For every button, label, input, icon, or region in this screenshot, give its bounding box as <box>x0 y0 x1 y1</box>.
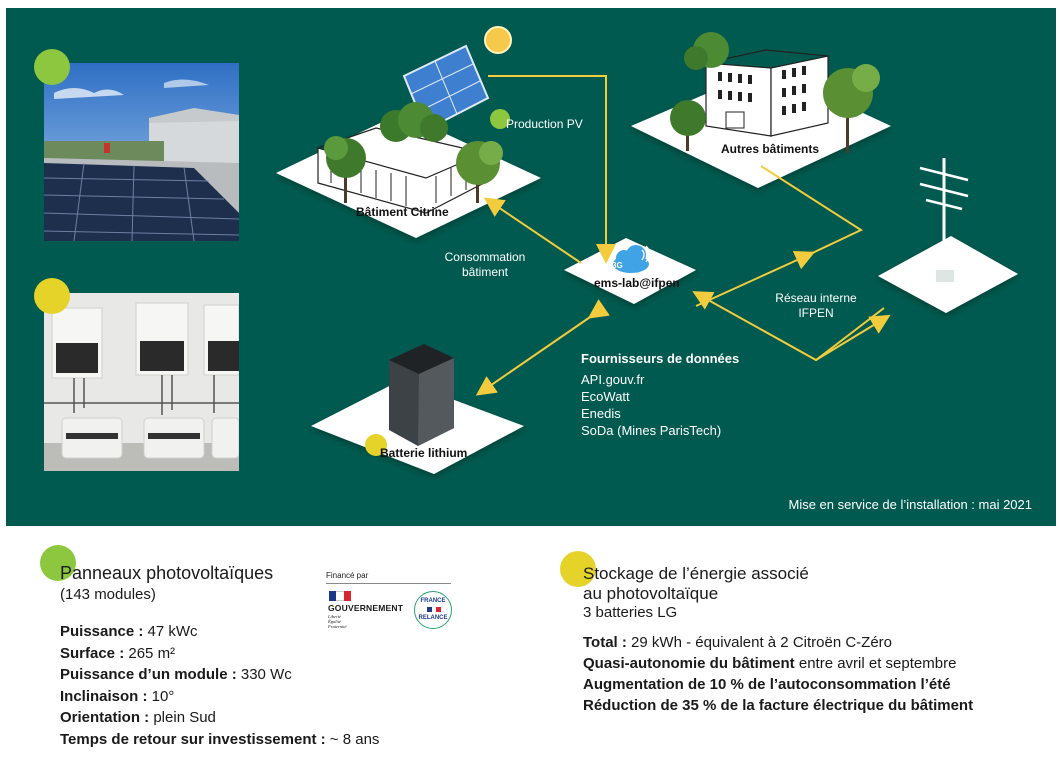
gouvernement-text: GOUVERNEMENT <box>328 603 404 613</box>
hub-badge: 3G <box>612 261 623 270</box>
spec-row: Puissance d’un module : 330 Wc <box>60 664 379 686</box>
storage-row: Total : 29 kWh - équivalent à 2 Citroën … <box>583 632 973 653</box>
spec-row: Temps de retour sur investissement : ~ 8… <box>60 729 379 751</box>
storage-row: Réduction de 35 % de la facture électriq… <box>583 695 973 716</box>
yellow-dot-right <box>560 551 596 587</box>
fournisseur-item: EcoWatt <box>581 389 630 404</box>
right-section: Stockage de l’énergie associé au photovo… <box>583 564 973 716</box>
spec-row: Orientation : plein Sud <box>60 707 379 729</box>
spec-label: Puissance : <box>60 623 144 640</box>
finance-par-text: Financé par <box>326 571 369 580</box>
installation-date: Mise en service de l’installation : mai … <box>788 497 1032 512</box>
france-relance-logo: FRANCE RELANCE <box>414 591 452 629</box>
spec-row: Puissance : 47 kWc <box>60 621 379 643</box>
left-specs: Puissance : 47 kWc Surface : 265 m² Puis… <box>60 621 379 750</box>
label-citrine: Bâtiment Citrine <box>356 205 449 219</box>
relance-bottom-text: RELANCE <box>418 615 448 621</box>
label-hub: ems-lab@ifpen <box>594 276 680 290</box>
right-title-2: au photovoltaïque <box>583 584 719 603</box>
storage-row-rest: entre avril et septembre <box>794 655 957 672</box>
electric-pole-icon <box>919 158 969 278</box>
label-consommation: Consommation bâtiment <box>430 250 540 280</box>
energy-flow-diagram <box>276 26 1018 474</box>
spec-value: ~ 8 ans <box>325 730 380 748</box>
sun-icon <box>484 26 512 54</box>
photo-solar-roof <box>44 63 239 241</box>
left-subtitle: (143 modules) <box>60 586 156 603</box>
spec-row: Inclinaison : 10° <box>60 686 379 708</box>
storage-row: Quasi-autonomie du bâtiment entre avril … <box>583 653 973 674</box>
devise-egalite: Égalité <box>328 619 341 624</box>
storage-row-bold: Augmentation de 10 % de l’autoconsommati… <box>583 676 951 693</box>
label-production-pv: Production PV <box>506 117 583 131</box>
left-section: Panneaux photovoltaïques (143 modules) P… <box>60 563 379 750</box>
spec-value: plein Sud <box>149 709 216 726</box>
storage-row-rest: 29 kWh - équivalent à 2 Citroën C-Zéro <box>626 634 893 651</box>
relance-top-text: FRANCE <box>420 598 446 604</box>
logos-block: Financé par GOUVERNEMENT Liberté Égalité… <box>326 571 456 633</box>
yellow-dot-batterie <box>365 434 387 456</box>
label-autres: Autres bâtiments <box>721 142 820 156</box>
devise-liberte: Liberté <box>328 614 341 619</box>
spec-label: Surface : <box>60 644 125 662</box>
tree-icons-citrine <box>324 102 503 203</box>
label-reseau-line1: Réseau interne <box>775 291 857 305</box>
right-rows: Total : 29 kWh - équivalent à 2 Citroën … <box>583 632 973 716</box>
label-reseau: Réseau interne IFPEN <box>761 291 871 321</box>
tree-icons-autres <box>670 32 880 153</box>
green-dot-left <box>40 545 76 581</box>
cloud-icon <box>613 245 651 273</box>
green-dot-photo <box>34 49 70 85</box>
storage-row-bold: Réduction de 35 % de la facture électriq… <box>583 697 974 714</box>
storage-row-bold: Total : <box>583 634 627 651</box>
fournisseurs-block: Fournisseurs de données API.gouv.fr EcoW… <box>581 350 739 439</box>
left-title: Panneaux photovoltaïques <box>60 563 274 583</box>
photo-inverters <box>44 293 239 471</box>
devise-text: Liberté Égalité Fraternité <box>328 614 347 629</box>
yellow-dot-photo <box>34 278 70 314</box>
fournisseur-item: API.gouv.fr <box>581 372 645 387</box>
spec-value: 10° <box>147 687 175 705</box>
spec-value: 330 Wc <box>236 666 292 683</box>
right-title-1: Stockage de l’énergie associé <box>583 564 809 583</box>
right-subtitle: 3 batteries LG <box>583 604 678 621</box>
fournisseur-item: Enedis <box>581 406 621 421</box>
spec-label: Temps de retour sur investissement : <box>60 730 326 748</box>
spec-label: Inclinaison : <box>60 687 148 705</box>
spec-value: 47 kWc <box>143 623 198 640</box>
spec-value: 265 m² <box>124 644 176 662</box>
fournisseurs-title: Fournisseurs de données <box>581 351 740 366</box>
building-autres-icon <box>705 49 829 137</box>
logo-divider <box>326 583 451 584</box>
battery-icon <box>389 344 454 446</box>
label-consommation-line2: bâtiment <box>461 265 509 279</box>
devise-fraternite: Fraternité <box>328 624 347 629</box>
storage-row: Augmentation de 10 % de l’autoconsommati… <box>583 674 973 695</box>
spec-label: Puissance d’un module : <box>60 666 237 683</box>
relance-flag <box>427 607 442 612</box>
marianne-flag-icon <box>329 591 351 601</box>
label-reseau-line2: IFPEN <box>798 306 834 320</box>
spec-row: Surface : 265 m² <box>60 643 379 665</box>
label-batterie: Batterie lithium <box>380 446 468 460</box>
storage-row-bold: Quasi-autonomie du bâtiment <box>583 655 795 672</box>
diagram-panel: Bâtiment Citrine Autres bâtiments ems-la… <box>6 8 1056 526</box>
spec-label: Orientation : <box>60 709 150 726</box>
green-dot-production <box>490 109 510 129</box>
fournisseur-item: SoDa (Mines ParisTech) <box>581 423 722 438</box>
label-consommation-line1: Consommation <box>444 250 526 264</box>
